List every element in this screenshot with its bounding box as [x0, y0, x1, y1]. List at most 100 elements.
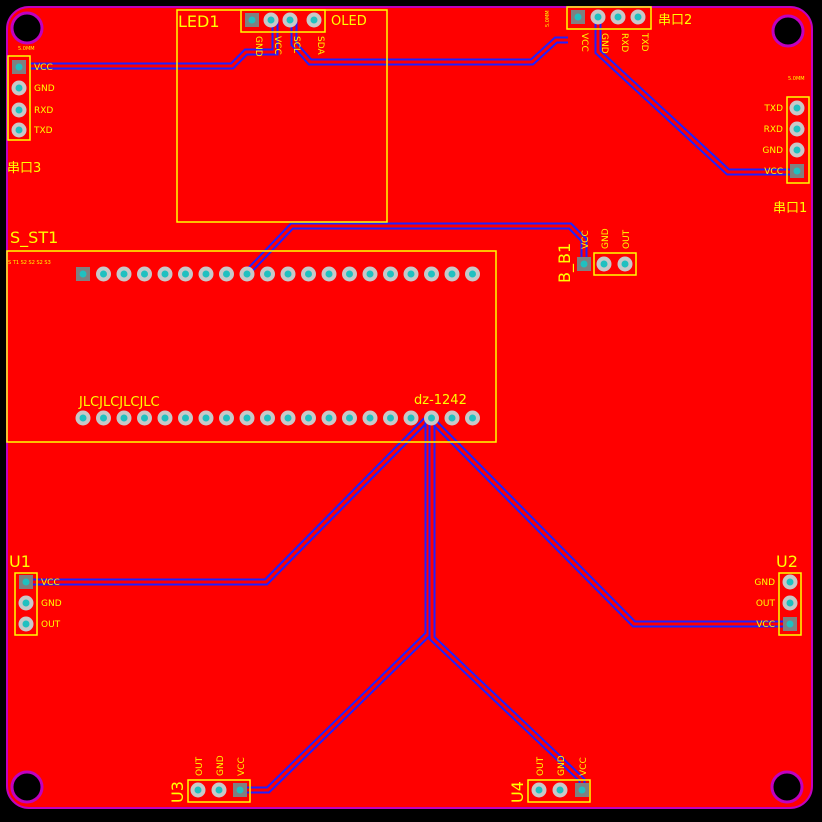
serial2-pin-4[interactable]: [630, 9, 646, 25]
serial1-pin-3-drill: [793, 146, 801, 154]
s_st1-top-pin-14[interactable]: [342, 266, 357, 282]
b_b1-pin-label-3: OUT: [622, 229, 632, 249]
serial2-pin-3[interactable]: [610, 9, 626, 25]
s_st1-top-pin-15-drill: [366, 270, 374, 278]
s_st1-top-pin-11[interactable]: [280, 266, 296, 282]
s_st1-top-pin-4[interactable]: [137, 266, 152, 282]
u1-pin-label-3: OUT: [41, 620, 61, 630]
s_st1-top-pin-1[interactable]: [76, 267, 90, 281]
s_st1-top-pin-18[interactable]: [424, 266, 439, 282]
u2-pin-label-1: GND: [754, 578, 775, 588]
serial1-pin-1[interactable]: [789, 100, 805, 116]
u1-pin-1[interactable]: [19, 575, 33, 589]
s_st1-top-pin-16[interactable]: [383, 266, 398, 282]
serial3-pin-label-3: RXD: [34, 106, 53, 116]
serial3-pin-2[interactable]: [11, 80, 27, 96]
s_st1-bottom-pin-4[interactable]: [137, 410, 152, 426]
s_st1-top-pin-5[interactable]: [157, 266, 173, 282]
s_st1-bottom-pin-1[interactable]: [75, 410, 91, 426]
s_st1-top-pin-3[interactable]: [116, 266, 132, 282]
u3-pin-2[interactable]: [211, 782, 227, 798]
s_st1-bottom-pin-20[interactable]: [465, 410, 480, 426]
s_st1-bottom-pin-8[interactable]: [219, 410, 234, 426]
u1-pin-3[interactable]: [18, 616, 34, 632]
led1-pin-2[interactable]: [263, 12, 279, 28]
s_st1-bottom-pin-6[interactable]: [178, 410, 193, 426]
u3-pin-label-2: GND: [216, 755, 226, 776]
label-mcu-brand: JLCJLCJLCJLC: [78, 395, 160, 410]
u2-pin-2-drill: [786, 599, 794, 607]
b_b1-pin-3[interactable]: [617, 256, 633, 272]
s_st1-top-pin-8[interactable]: [219, 266, 234, 282]
s_st1-bottom-pin-18-drill: [428, 414, 435, 422]
led1-pin-3[interactable]: [282, 12, 298, 28]
s_st1-bottom-pin-10[interactable]: [260, 410, 275, 426]
s_st1-bottom-pin-17[interactable]: [403, 410, 419, 426]
s_st1-bottom-pin-5[interactable]: [157, 410, 173, 426]
u4-pin-2[interactable]: [552, 782, 568, 798]
s_st1-top-pin-7[interactable]: [198, 266, 214, 282]
s_st1-top-pin-10[interactable]: [260, 266, 275, 282]
serial2-pin-2[interactable]: [590, 9, 606, 25]
s_st1-bottom-pin-18[interactable]: [424, 410, 439, 426]
led1-pin-label-2: VCC: [272, 36, 282, 55]
u3-pin-1-drill: [194, 786, 202, 794]
u2-pin-2[interactable]: [782, 595, 798, 611]
u2-pin-3[interactable]: [783, 617, 797, 631]
led1-pin-4[interactable]: [306, 12, 322, 28]
u4-pin-1[interactable]: [531, 782, 547, 798]
s_st1-top-pin-19[interactable]: [444, 266, 460, 282]
serial2-pin-1[interactable]: [571, 10, 585, 24]
s_st1-bottom-pin-19[interactable]: [444, 410, 460, 426]
serial3-pin-label-4: TXD: [33, 126, 53, 136]
s_st1-top-pin-15[interactable]: [362, 266, 378, 282]
s_st1-bottom-pin-9[interactable]: [239, 410, 255, 426]
s_st1-top-pin-12-drill: [305, 270, 312, 278]
s_st1-bottom-pin-14[interactable]: [342, 410, 357, 426]
u1-pin-label-1: VCC: [41, 578, 60, 588]
u2-pin-1[interactable]: [782, 574, 798, 590]
s_st1-bottom-pin-13[interactable]: [321, 410, 337, 426]
s_st1-bottom-pin-7[interactable]: [198, 410, 214, 426]
s_st1-bottom-pin-12[interactable]: [301, 410, 316, 426]
s_st1-top-pin-6[interactable]: [178, 266, 193, 282]
b_b1-pin-2[interactable]: [596, 256, 612, 272]
u3-header-outline: [187, 779, 251, 803]
u3-pin-1[interactable]: [190, 782, 206, 798]
s_st1-bottom-pin-2[interactable]: [96, 410, 111, 426]
u1-pin-2[interactable]: [18, 595, 34, 611]
serial3-pin-4[interactable]: [11, 122, 27, 138]
serial1-pin-4[interactable]: [790, 164, 804, 178]
designator-serial2: 串口2: [658, 13, 692, 28]
s_st1-bottom-pin-11[interactable]: [280, 410, 296, 426]
s_st1-top-pin-2[interactable]: [96, 266, 111, 282]
mounting-hole-bottom-left: [10, 770, 44, 804]
s_st1-bottom-pin-15[interactable]: [362, 410, 378, 426]
b_b1-pin-1[interactable]: [577, 257, 591, 271]
s_st1-top-pin-9[interactable]: [239, 266, 255, 282]
s_st1-top-pin-20[interactable]: [465, 266, 480, 282]
u4-pin-3[interactable]: [575, 783, 589, 797]
serial1-pin-2[interactable]: [789, 121, 805, 137]
u2-header-outline: [778, 572, 802, 636]
s_st1-bottom-pin-16[interactable]: [383, 410, 398, 426]
serial1-pin-3[interactable]: [789, 142, 805, 158]
serial3-pin-3[interactable]: [11, 102, 27, 118]
net-serial-cross-inner: [596, 20, 797, 174]
s_st1-top-pin-17[interactable]: [403, 266, 419, 282]
designator-b_b1: B_B1: [555, 243, 575, 283]
s_st1-top-pin-13[interactable]: [321, 266, 337, 282]
s_st1-bottom-pin-3[interactable]: [116, 410, 132, 426]
net-u2-vcc-inner: [430, 418, 789, 626]
serial3-pin-1[interactable]: [12, 60, 26, 74]
net-led1-vcc-inner: [30, 20, 277, 68]
u3-pin-3[interactable]: [233, 783, 247, 797]
s_st1-top-pin-12[interactable]: [301, 266, 316, 282]
serial2-pin-label-1: VCC: [579, 33, 589, 52]
led1-pin-1[interactable]: [245, 13, 259, 27]
u1-pin-3-drill: [22, 620, 30, 628]
serial3-header-outline: [7, 55, 31, 141]
b_b1-pin-2-drill: [600, 260, 608, 268]
u1-header-outline: [14, 572, 38, 636]
